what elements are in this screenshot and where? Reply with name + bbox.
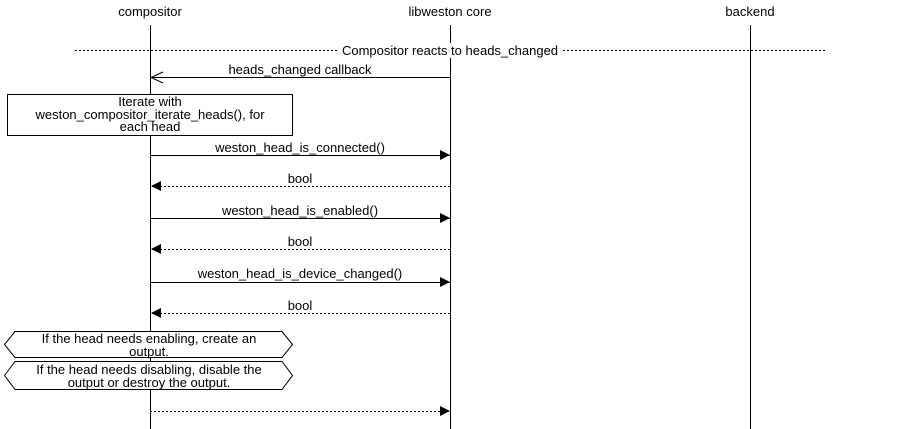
message-label-head-is-enabled: weston_head_is_enabled() (221, 203, 379, 218)
filled-arrowhead-right-icon (440, 406, 450, 416)
note-line: output or destroy the output. (67, 375, 231, 390)
message-label-head-is-connected: weston_head_is_connected() (215, 140, 385, 155)
message-line-head-is-enabled (150, 218, 450, 219)
filled-arrowhead-left-icon (151, 181, 161, 191)
filled-arrowhead-right-icon (440, 150, 450, 160)
lifeline-libweston-core (450, 25, 451, 429)
lifeline-backend (750, 25, 751, 429)
note-hexagon-disable (4, 361, 294, 390)
filled-arrowhead-left-icon (151, 244, 161, 254)
note-hexagon-disable-text: If the head needs disabling, disable the… (4, 363, 294, 389)
note-iterate-heads: Iterate with weston_compositor_iterate_h… (7, 94, 293, 136)
message-line-heads-changed-callback (150, 77, 450, 78)
message-line-bool-connected (152, 186, 450, 187)
note-line: Iterate with (118, 94, 182, 109)
divider-label: Compositor reacts to heads_changed (338, 43, 562, 58)
note-line: If the head needs enabling, create an (41, 331, 257, 346)
message-label-bool-device-changed: bool (287, 298, 313, 313)
message-line-head-is-connected (150, 155, 450, 156)
note-hexagon-enable (4, 331, 294, 358)
filled-arrowhead-left-icon (151, 308, 161, 318)
filled-arrowhead-right-icon (440, 277, 450, 287)
lifeline-compositor (150, 25, 151, 429)
note-hexagon-enable-text: If the head needs enabling, create an ou… (4, 332, 294, 358)
message-line-head-is-device-changed (150, 282, 450, 283)
note-line: output. (129, 344, 169, 359)
note-line: weston_compositor_iterate_heads(), for (35, 106, 265, 122)
participant-label-libweston-core: libweston core (408, 4, 492, 19)
participant-label-backend: backend (725, 4, 775, 19)
note-line: If the head needs disabling, disable the (36, 362, 262, 377)
message-label-head-is-device-changed: weston_head_is_device_changed() (197, 266, 403, 281)
message-line-bool-device-changed (152, 313, 450, 314)
message-line-bool-enabled (152, 249, 450, 250)
message-label-bool-connected: bool (287, 171, 313, 186)
participant-label-compositor: compositor (118, 4, 182, 19)
message-line-final-dotted (150, 411, 440, 412)
filled-arrowhead-right-icon (440, 213, 450, 223)
note-line: each head (119, 119, 181, 134)
message-label-heads-changed-callback: heads_changed callback (228, 62, 372, 77)
message-label-bool-enabled: bool (287, 234, 313, 249)
open-arrowhead-icon (150, 71, 164, 84)
